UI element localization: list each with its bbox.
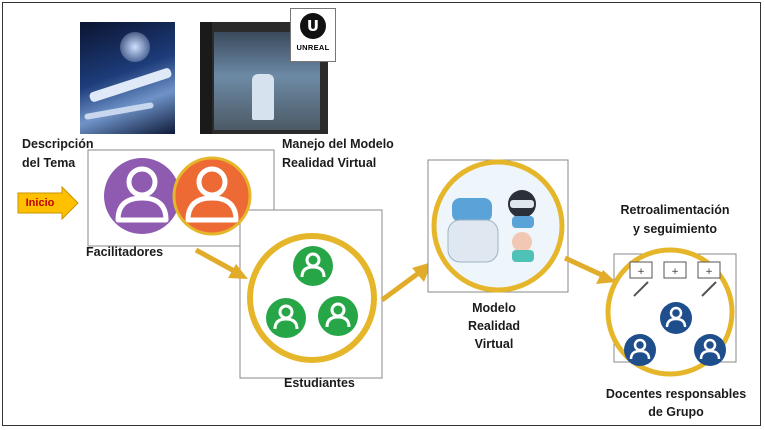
svg-text:+: + xyxy=(671,267,679,277)
arrow-to-modelo xyxy=(380,262,432,303)
students-group-icon xyxy=(247,233,377,363)
facilitadores-label: Facilitadores xyxy=(86,245,164,259)
docentes-label-l1: Docentes responsables xyxy=(605,387,747,401)
svg-text:+: + xyxy=(705,267,713,277)
facilitator-orange-icon xyxy=(172,156,252,236)
svg-text:+: + xyxy=(637,267,645,277)
descripcion-label-l2: del Tema xyxy=(22,156,76,170)
facilitator-purple-icon xyxy=(104,158,180,234)
modelo-label-l1: Modelo xyxy=(472,301,516,315)
arrow-to-docentes xyxy=(563,255,616,284)
modelo-label-l3: Virtual xyxy=(474,337,514,351)
teachers-group-icon: + + + xyxy=(605,247,735,377)
manejo-label-l1: Manejo del Modelo xyxy=(282,137,394,151)
outer-frame xyxy=(2,2,761,426)
vr-model-icon xyxy=(427,159,569,293)
retro-label-l1: Retroalimentación xyxy=(620,203,730,217)
space-photo-icon xyxy=(80,22,175,134)
retro-label-l2: y seguimiento xyxy=(632,222,718,236)
inicio-button: Inicio xyxy=(18,193,78,213)
inicio-arrow-icon xyxy=(17,185,79,221)
docentes-label-l2: de Grupo xyxy=(648,405,704,419)
manejo-label-l2: Realidad Virtual xyxy=(282,156,377,170)
modelo-label-l2: Realidad xyxy=(467,319,521,333)
unreal-logo-text: UNREAL xyxy=(296,43,330,52)
inicio-label: Inicio xyxy=(25,197,55,209)
estudiantes-label: Estudiantes xyxy=(284,376,355,390)
unreal-logo-icon: U UNREAL xyxy=(290,8,336,62)
descripcion-label-l1: Descripción xyxy=(22,137,94,151)
arrow-to-estudiantes xyxy=(194,247,248,279)
